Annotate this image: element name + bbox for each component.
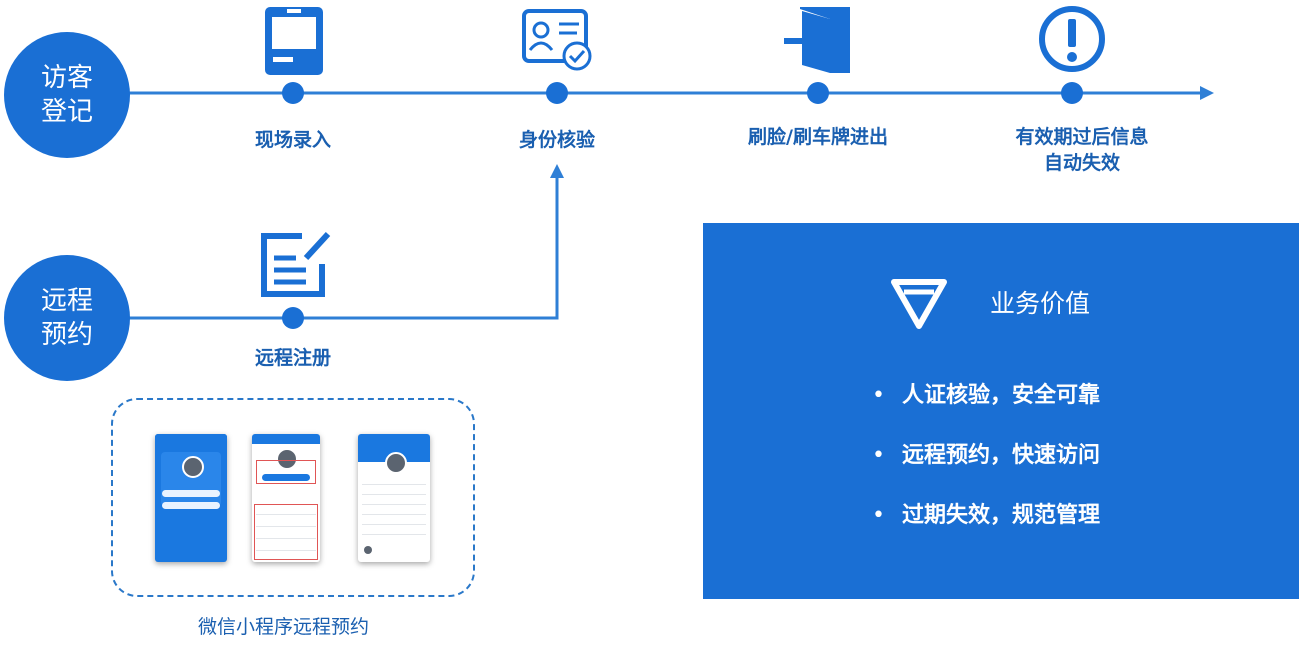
detail-row bbox=[362, 514, 426, 515]
mini-program-caption: 微信小程序远程预约 bbox=[198, 616, 370, 638]
timeline-arrowhead bbox=[1200, 86, 1214, 100]
phone-screen-home bbox=[155, 434, 227, 562]
remote-booking-badge: 远程 预约 bbox=[4, 255, 130, 381]
avatar bbox=[385, 452, 407, 474]
detail-row bbox=[362, 484, 426, 485]
kiosk-icon bbox=[265, 7, 323, 75]
value-item-text: 人证核验，安全可靠 bbox=[902, 383, 1101, 408]
phone-status-bar bbox=[155, 434, 227, 444]
form-row bbox=[256, 538, 316, 539]
home-button-2 bbox=[162, 502, 220, 509]
detail-row bbox=[362, 494, 426, 495]
value-item: • 人证核验，安全可靠 bbox=[872, 377, 1100, 409]
remote-path bbox=[60, 178, 559, 320]
bullet: • bbox=[872, 503, 885, 528]
remote-arrowhead bbox=[550, 164, 564, 178]
avatar bbox=[182, 456, 204, 478]
form-row bbox=[256, 550, 316, 551]
value-item-text: 过期失效，规范管理 bbox=[902, 503, 1101, 528]
highlight-box-form bbox=[254, 504, 318, 560]
phone-screen-details bbox=[358, 434, 430, 562]
phone-status-bar bbox=[252, 434, 320, 444]
avatar bbox=[276, 448, 298, 470]
door-enter-icon bbox=[784, 7, 850, 73]
node-remote-register bbox=[282, 307, 304, 329]
bullet: • bbox=[872, 443, 885, 468]
highlight-box-top bbox=[256, 460, 316, 484]
step-expire-label: 有效期过后信息 自动失效 bbox=[1015, 126, 1149, 174]
step-identity-check-label: 身份核验 bbox=[518, 129, 595, 151]
form-edit-icon bbox=[261, 231, 331, 297]
business-value-panel bbox=[703, 223, 1299, 599]
register-button bbox=[262, 474, 310, 481]
value-item: • 远程预约，快速访问 bbox=[872, 437, 1100, 469]
mini-program-screens-frame bbox=[111, 398, 475, 597]
diamond-icon bbox=[891, 279, 947, 329]
alert-icon bbox=[1039, 6, 1105, 72]
node-expire bbox=[1061, 82, 1083, 104]
step-access-label: 刷脸/刷车牌进出 bbox=[748, 126, 888, 148]
form-row bbox=[256, 514, 316, 515]
form-row bbox=[256, 526, 316, 527]
id-card-verify-icon bbox=[522, 9, 592, 71]
step-remote-register-label: 远程注册 bbox=[254, 347, 331, 369]
small-avatar bbox=[364, 546, 372, 554]
step-onsite-entry-label: 现场录入 bbox=[254, 129, 331, 151]
business-value-title: 业务价值 bbox=[990, 289, 1091, 318]
bullet: • bbox=[872, 383, 885, 408]
detail-row bbox=[362, 504, 426, 505]
node-identity-check bbox=[546, 82, 568, 104]
home-button-1 bbox=[162, 490, 220, 497]
value-item-text: 远程预约，快速访问 bbox=[902, 443, 1101, 468]
node-access bbox=[807, 82, 829, 104]
value-item: • 过期失效，规范管理 bbox=[872, 497, 1100, 529]
detail-row bbox=[362, 534, 426, 535]
phone-screen-register bbox=[252, 434, 320, 562]
visitor-register-badge: 访客 登记 bbox=[4, 32, 130, 158]
node-onsite-entry bbox=[282, 82, 304, 104]
detail-row bbox=[362, 524, 426, 525]
